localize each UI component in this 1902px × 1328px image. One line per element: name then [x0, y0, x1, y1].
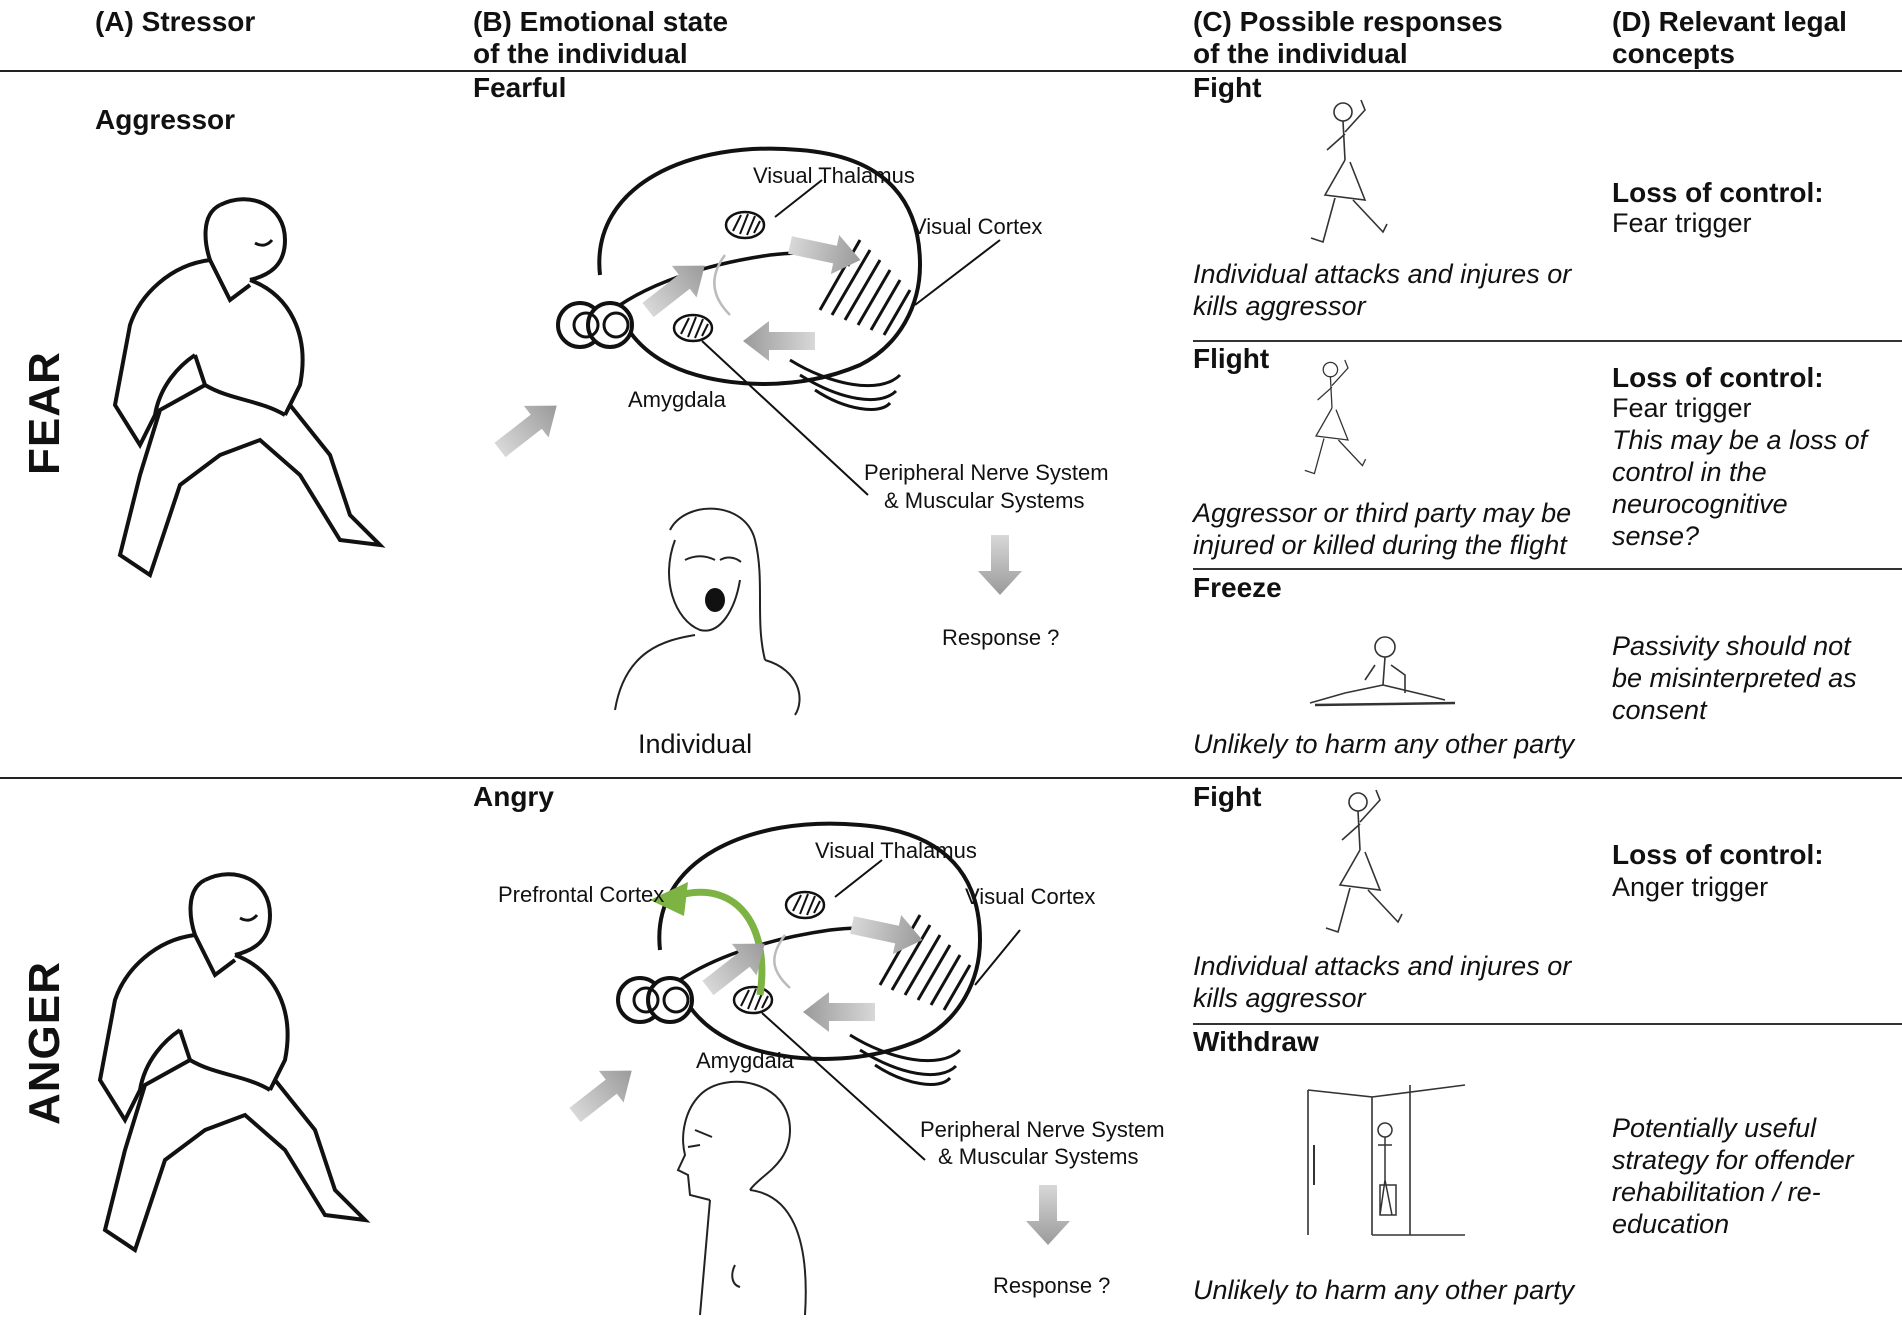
- legal-trigger-anger-fight: Anger trigger: [1612, 872, 1769, 902]
- legal-loc-anger-fight: Loss of control:: [1612, 839, 1824, 870]
- header-emotional-state: (B) Emotional state of the individual: [473, 6, 729, 69]
- angry-face: [676, 1080, 807, 1316]
- response-flight: Flight: [1193, 343, 1270, 374]
- legal-trigger-fear-fight: Fear trigger: [1612, 208, 1752, 238]
- legal-loc-fear-fight: Loss of control:: [1612, 177, 1824, 208]
- state-fearful: Fearful: [473, 72, 567, 103]
- flight-figure: [1304, 359, 1367, 475]
- label-pns-2: & Muscular Systems: [884, 488, 1085, 513]
- freeze-figure: [1309, 636, 1456, 707]
- aggressor-figure-anger: [98, 872, 367, 1252]
- label-pns-1-anger: Peripheral Nerve System: [920, 1117, 1165, 1142]
- response-withdraw: Withdraw: [1193, 1026, 1319, 1057]
- fight-figure-fear: [1310, 99, 1388, 243]
- section-label-anger: ANGER: [20, 961, 69, 1125]
- response-freeze: Freeze: [1193, 572, 1282, 603]
- label-pns-2-anger: & Muscular Systems: [938, 1144, 1139, 1169]
- label-individual: Individual: [638, 729, 753, 759]
- label-response-anger: Response ?: [993, 1273, 1111, 1298]
- section-label-fear: FEAR: [20, 351, 69, 475]
- anger-fight-divider: [1193, 1023, 1902, 1025]
- fight-desc-fear: Individual attacks and injures or kills …: [1193, 259, 1572, 321]
- section-divider: [0, 777, 1902, 779]
- aggressor-figure-fear: [113, 197, 382, 578]
- fearful-face: [614, 507, 801, 716]
- label-prefrontal-cortex: Prefrontal Cortex: [498, 882, 665, 907]
- input-arrow-fear: [487, 389, 570, 466]
- legal-trigger-fear-flight: Fear trigger: [1612, 393, 1752, 423]
- response-arrow-fear: [978, 535, 1022, 595]
- label-amygdala-anger: Amygdala: [696, 1048, 794, 1073]
- response-fight-fear: Fight: [1193, 72, 1262, 103]
- fight-figure-anger: [1325, 789, 1403, 933]
- fight-desc-anger: Individual attacks and injures or kills …: [1193, 951, 1572, 1013]
- state-angry: Angry: [473, 781, 554, 812]
- brain-diagram-fear: [556, 146, 1001, 496]
- response-arrow-anger: [1026, 1185, 1070, 1245]
- label-visual-cortex: Visual Cortex: [912, 214, 1043, 239]
- brain-diagram-anger: [616, 821, 1021, 1161]
- header-legal: (D) Relevant legal concepts: [1612, 6, 1847, 69]
- freeze-desc: Unlikely to harm any other party: [1193, 729, 1575, 759]
- stressor-label: Aggressor: [95, 104, 236, 135]
- label-response-fear: Response ?: [942, 625, 1060, 650]
- header-responses: (C) Possible responses of the individual: [1193, 6, 1503, 69]
- flight-desc: Aggressor or third party may be injured …: [1193, 498, 1572, 560]
- withdraw-desc: Unlikely to harm any other party: [1193, 1275, 1575, 1305]
- fear-fight-divider: [1193, 340, 1902, 342]
- label-visual-cortex-anger: Visual Cortex: [965, 884, 1096, 909]
- label-pns-1: Peripheral Nerve System: [864, 460, 1109, 485]
- header-stressor: (A) Stressor: [95, 6, 256, 37]
- legal-note-freeze: Passivity should not be misinterpreted a…: [1612, 631, 1857, 725]
- response-fight-anger: Fight: [1193, 781, 1262, 812]
- header-divider: [0, 70, 1902, 72]
- legal-loc-fear-flight: Loss of control:: [1612, 362, 1824, 393]
- label-amygdala: Amygdala: [628, 387, 726, 412]
- label-visual-thalamus: Visual Thalamus: [753, 163, 915, 188]
- label-visual-thalamus-anger: Visual Thalamus: [815, 838, 977, 863]
- legal-note-flight: This may be a loss of control in the neu…: [1612, 425, 1868, 551]
- fear-flight-divider: [1193, 568, 1902, 570]
- withdraw-figure: [1307, 1084, 1466, 1236]
- legal-note-withdraw: Potentially useful strategy for offender…: [1612, 1113, 1854, 1239]
